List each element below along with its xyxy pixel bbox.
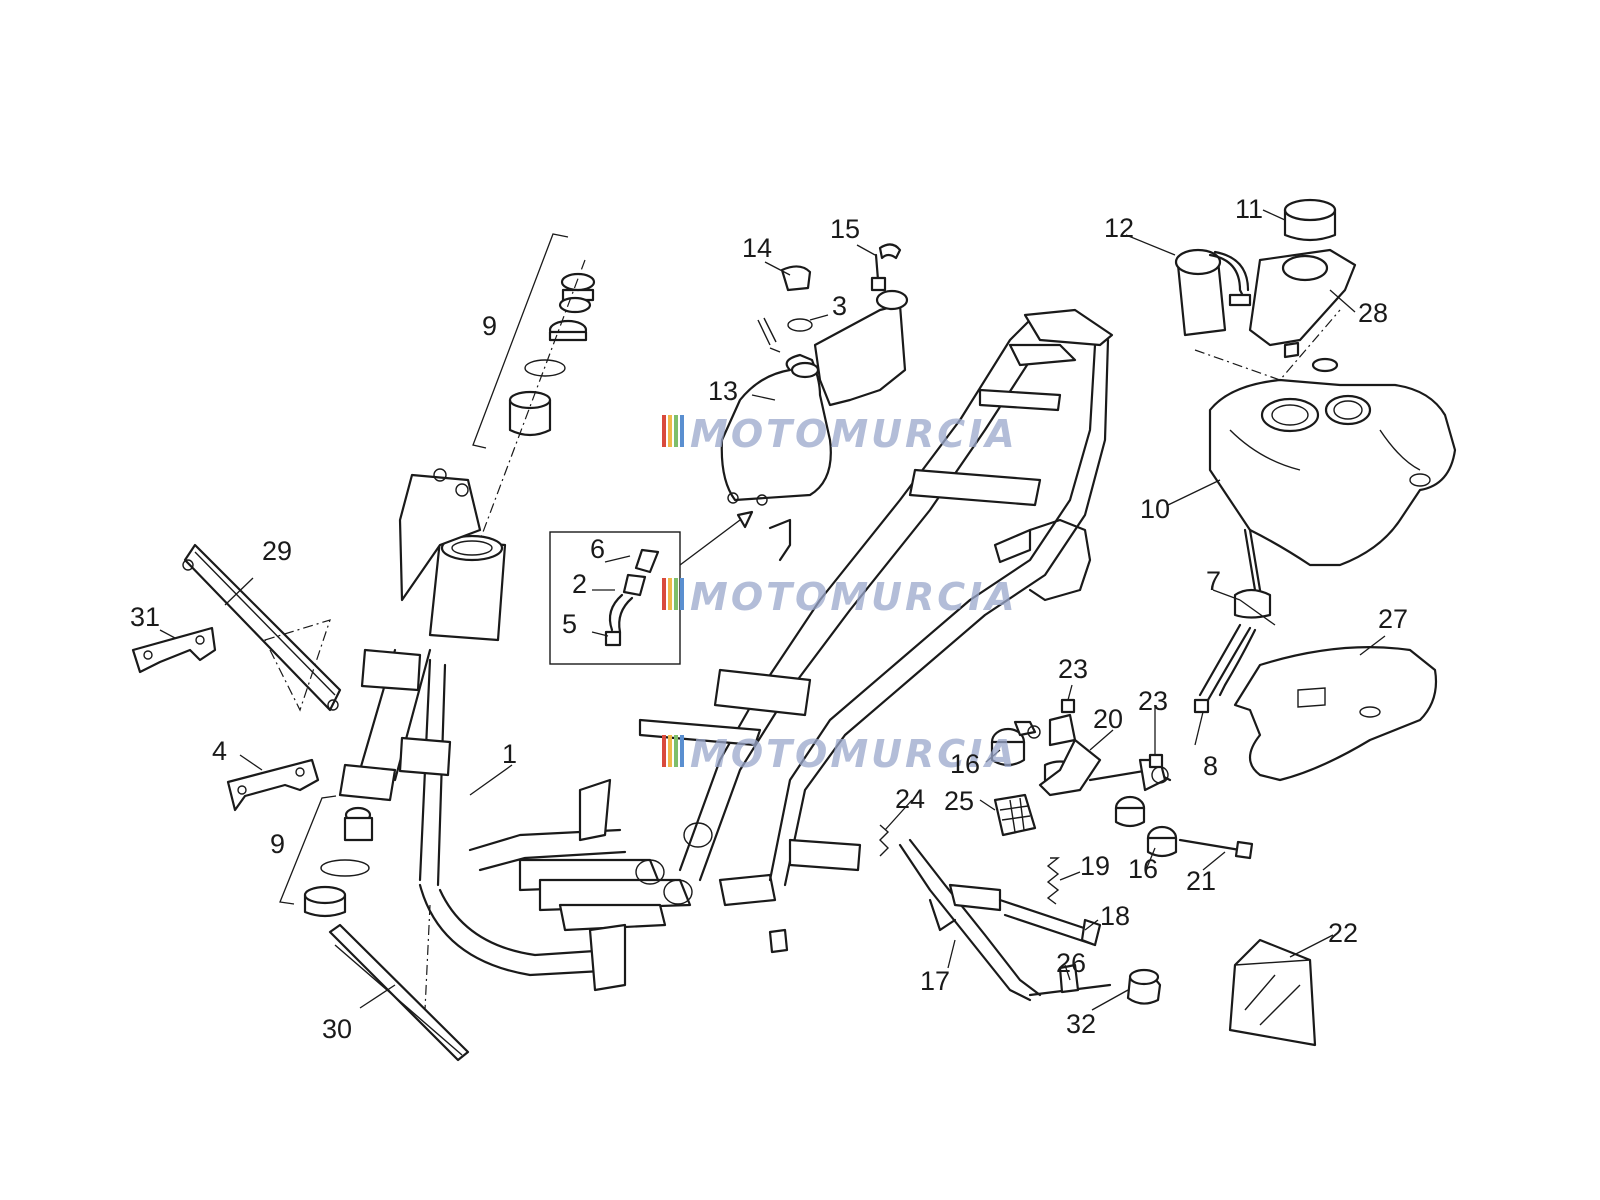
- bracket-4: [226, 758, 320, 812]
- fuel-tap-7: [1193, 528, 1272, 714]
- callout-label: 9: [482, 311, 497, 341]
- callout-label: 32: [1066, 1009, 1096, 1039]
- callout-label: 25: [944, 786, 974, 816]
- watermark-stripe: [680, 415, 684, 447]
- watermark-stripe: [662, 735, 666, 767]
- watermark-text: MOTOMURCIA: [690, 575, 1018, 619]
- callout-label: 14: [742, 233, 772, 263]
- watermark-stripe: [668, 415, 672, 447]
- watermark-3: MOTOMURCIA: [662, 732, 1018, 776]
- fuel-pump-12: [1174, 248, 1252, 337]
- callout-label: 28: [1358, 298, 1388, 328]
- callout-label: 10: [1140, 494, 1170, 524]
- callout-labels: 1 2 3 4 5 6 7 8 9 9 10 11 12 13 14 15 16…: [130, 194, 1408, 1044]
- filler-neck-28: [1248, 248, 1357, 359]
- callout-label: 6: [590, 534, 605, 564]
- watermark-stripe: [674, 578, 678, 610]
- callout-label: 16: [950, 749, 980, 779]
- callout-label: 23: [1058, 654, 1088, 684]
- callout-label: 9: [270, 829, 285, 859]
- callout-label: 11: [1235, 194, 1263, 224]
- callout-label: 15: [830, 214, 860, 244]
- callout-label: 16: [1128, 854, 1158, 884]
- callout-label: 23: [1138, 686, 1168, 716]
- watermark-stripe: [680, 578, 684, 610]
- detail-inset: [549, 510, 754, 665]
- callout-label: 7: [1206, 566, 1221, 596]
- bracket-30: [328, 904, 470, 1062]
- bracket-29: [182, 543, 342, 712]
- callout-label: 31: [130, 602, 160, 632]
- leader-lines: [159, 209, 1386, 1011]
- callout-label: 26: [1056, 948, 1086, 978]
- callout-label: 12: [1104, 213, 1134, 243]
- callout-label: 1: [502, 739, 517, 769]
- watermark-1: MOTOMURCIA: [662, 412, 1018, 456]
- callout-label: 2: [572, 569, 587, 599]
- callout-label: 8: [1203, 751, 1218, 781]
- watermark-stripe: [680, 735, 684, 767]
- callout-label: 4: [212, 736, 227, 766]
- callout-label: 20: [1093, 704, 1123, 734]
- watermark-text: MOTOMURCIA: [690, 412, 1018, 456]
- watermark-stripe: [668, 578, 672, 610]
- callout-label: 13: [708, 376, 738, 406]
- watermark-2: MOTOMURCIA: [662, 575, 1018, 619]
- fuel-tank: [1194, 309, 1457, 567]
- callout-label: 27: [1378, 604, 1408, 634]
- callout-label: 5: [562, 609, 577, 639]
- oil-sensor-15: [870, 243, 902, 292]
- fuel-cap-11: [1283, 198, 1337, 242]
- watermark-text: MOTOMURCIA: [690, 732, 1018, 776]
- main-frame: [338, 308, 1114, 992]
- watermark-stripe: [662, 578, 666, 610]
- watermark-stripe: [674, 735, 678, 767]
- oil-cap: [780, 265, 812, 292]
- watermark-stripe: [674, 415, 678, 447]
- callout-label: 19: [1080, 851, 1110, 881]
- watermark-stripe: [668, 735, 672, 767]
- steering-bearing-set-upper: [472, 233, 596, 541]
- callout-label: 29: [262, 536, 292, 566]
- watermark-stripe: [662, 415, 666, 447]
- callout-label: 22: [1328, 918, 1358, 948]
- oil-tank: [720, 289, 909, 506]
- steering-bearing-set-lower: [279, 795, 374, 918]
- callout-label: 24: [895, 784, 925, 814]
- o-ring-3: [787, 318, 813, 332]
- callout-label: 30: [322, 1014, 352, 1044]
- cover-27: [1233, 646, 1438, 782]
- document-bag-22: [1228, 938, 1317, 1047]
- callout-label: 18: [1100, 901, 1130, 931]
- bracket-31: [131, 626, 217, 674]
- stand-assembly: [879, 698, 1254, 1005]
- callout-label: 21: [1186, 866, 1216, 896]
- callout-label: 17: [920, 966, 950, 996]
- callout-label: 3: [832, 291, 847, 321]
